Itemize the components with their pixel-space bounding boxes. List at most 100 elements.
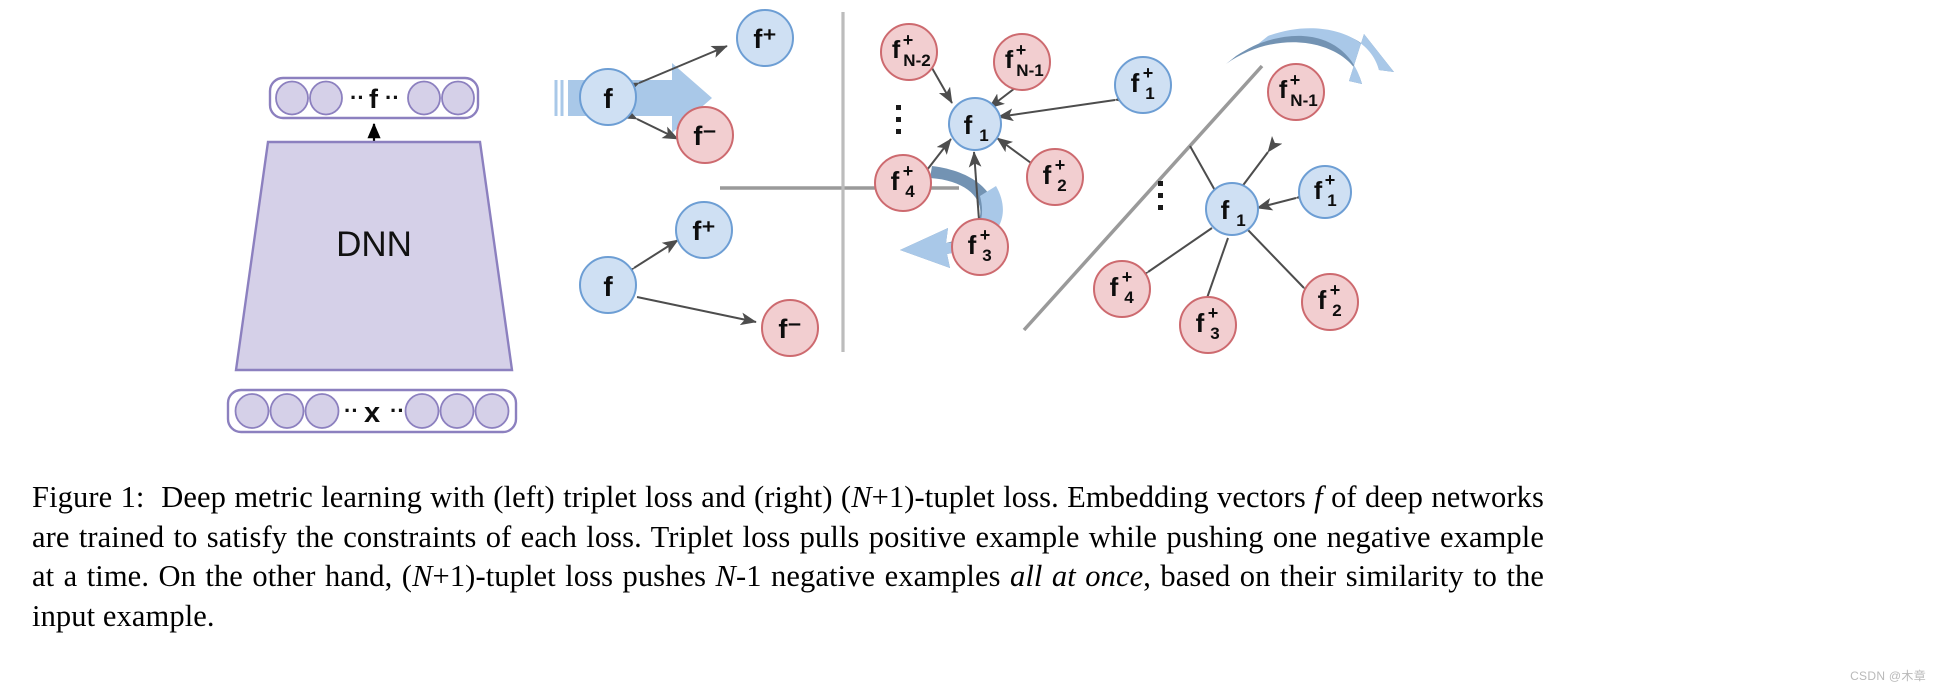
tuplet-before-group: f 1 f + N-2 f + N-1 f + 1 f + 4 f + (874, 23, 1172, 276)
embedding-vector-box: ·· f ·· (268, 76, 480, 120)
caption-seg6: , based on their similarity to the input… (32, 559, 1545, 633)
node-f4-after-base: f (1110, 272, 1119, 302)
caption-n2: N (412, 559, 433, 593)
node-f3 (951, 218, 1009, 276)
edge-c2-n4 (1131, 227, 1213, 286)
tuplet-after-group: f 1 f + N-1 f + 1 f + 4 f + 2 f + (1093, 63, 1359, 354)
edge-anchor-positive-after (617, 239, 679, 282)
node-fN-1-after-sub: N-1 (1290, 91, 1317, 110)
node-negative-label: f⁻ (693, 121, 716, 151)
edge-c2-n2 (1247, 229, 1320, 304)
node-fN-1-after (1267, 63, 1325, 121)
node-positive (736, 9, 794, 67)
node-anchor-f1 (948, 97, 1002, 151)
edge-anchor-negative-after (636, 296, 757, 326)
vertical-ellipsis-right (1158, 181, 1163, 210)
node-fN-2-base: f (892, 36, 901, 64)
node-f3-after (1179, 296, 1237, 354)
triplet-before-group: f f⁺ f⁻ (579, 9, 794, 164)
caption-seg5: -1 negative examples (736, 559, 1010, 593)
node-fN-1 (993, 33, 1051, 91)
caption-emphasis: all at once (1010, 559, 1144, 593)
embedding-ellipsis-left: ·· (350, 85, 365, 110)
node-anchor-f1-after (1205, 182, 1259, 236)
node-negative (676, 106, 734, 164)
node-f1-pos-after-base: f (1314, 177, 1323, 205)
node-f2-base: f (1043, 160, 1052, 190)
caption-f: f (1314, 480, 1323, 514)
node-f4-after-sup: + (1122, 267, 1133, 287)
node-f1-pos-base: f (1131, 68, 1140, 98)
node-fN-1-sup: + (1016, 40, 1027, 60)
node-f4-after-sub: 4 (1124, 288, 1134, 307)
node-anchor-after-label: f (603, 271, 613, 302)
node-f2-after-sup: + (1330, 280, 1341, 300)
node-anchor (579, 68, 637, 126)
node-f4-sub: 4 (905, 182, 915, 201)
embedding-ellipsis-right: ·· (385, 85, 400, 110)
node-anchor-label: f (603, 83, 613, 114)
node-fN-1-base: f (1005, 46, 1014, 74)
node-f3-base: f (968, 230, 977, 260)
caption-label: Figure 1: (32, 480, 145, 514)
transform-curved-arrow-right (1226, 28, 1394, 84)
edge-c1-n6 (968, 151, 987, 236)
edge-c2-stem (1189, 145, 1218, 195)
diagram-svg: ·· f ·· DNN ·· x ·· (226, 9, 1394, 434)
embedding-symbol: f (369, 84, 379, 114)
edge-c1-n3 (997, 91, 1131, 122)
node-positive-label: f⁺ (753, 24, 776, 54)
edge-c1-n4 (912, 138, 952, 186)
caption-seg4: +1)-tuplet loss pushes (432, 559, 716, 593)
node-fN-1-sub: N-1 (1016, 61, 1043, 80)
node-f2-after-base: f (1318, 285, 1327, 315)
caption-seg3: of deep networks are trained to satisfy … (32, 480, 1544, 593)
edge-c1-n1 (918, 51, 953, 104)
edge-c2-n3 (1195, 237, 1229, 315)
edge-anchor-negative (620, 106, 679, 140)
node-f4-base: f (891, 166, 900, 196)
node-f2-sub: 2 (1057, 176, 1066, 195)
triplet-after-group: f f⁺ f⁻ (579, 201, 819, 357)
node-anchor-f1-sub: 1 (979, 126, 988, 145)
node-anchor-f1-after-label: f (1221, 195, 1230, 225)
node-fN-2-sup: + (903, 30, 914, 50)
caption-n1: N (851, 480, 872, 514)
node-f1-pos-after-sub: 1 (1327, 191, 1336, 210)
node-fN-2 (880, 23, 938, 81)
node-f1-pos (1114, 56, 1172, 114)
node-negative-after (761, 299, 819, 357)
node-anchor-f1-after-sub: 1 (1236, 211, 1245, 230)
node-f3-after-sub: 3 (1210, 324, 1219, 343)
node-fN-1-after-base: f (1279, 76, 1288, 104)
figure-image: ·· f ·· DNN ·· x ·· (226, 9, 1394, 434)
node-f1-pos-sup: + (1143, 63, 1154, 83)
dnn-label: DNN (336, 225, 412, 264)
watermark: CSDN @木章 (1850, 669, 1926, 683)
node-fN-2-sub: N-2 (903, 51, 930, 70)
node-f1-pos-sub: 1 (1145, 84, 1154, 103)
node-positive-after-label: f⁺ (692, 216, 715, 246)
node-f1-pos-after (1298, 165, 1352, 219)
caption-seg1: Deep metric learning with (left) triplet… (161, 480, 852, 514)
figure-caption: Figure 1: Deep metric learning with (lef… (32, 478, 1544, 636)
node-f4-after (1093, 260, 1151, 318)
node-positive-after (675, 201, 733, 259)
edge-c2-n1 (1256, 188, 1313, 211)
node-negative-after-label: f⁻ (778, 314, 801, 344)
edge-anchor-positive (622, 45, 728, 95)
node-f3-after-base: f (1196, 308, 1205, 338)
caption-seg2: +1)-tuplet loss. Embedding vectors (871, 480, 1315, 514)
node-f2-sup: + (1055, 155, 1066, 175)
input-ellipsis-right: ·· (390, 398, 405, 423)
node-f3-sup: + (980, 225, 991, 245)
node-f3-after-sup: + (1208, 303, 1219, 323)
dnn-block: DNN (234, 140, 514, 372)
right-separator-line (1022, 64, 1264, 332)
node-f3-sub: 3 (982, 246, 991, 265)
edge-c1-n5 (996, 137, 1048, 178)
input-ellipsis-left: ·· (344, 398, 359, 423)
node-f4-sup: + (903, 161, 914, 181)
input-vector-box: ·· x ·· (226, 388, 518, 434)
caption-n3: N (715, 559, 736, 593)
